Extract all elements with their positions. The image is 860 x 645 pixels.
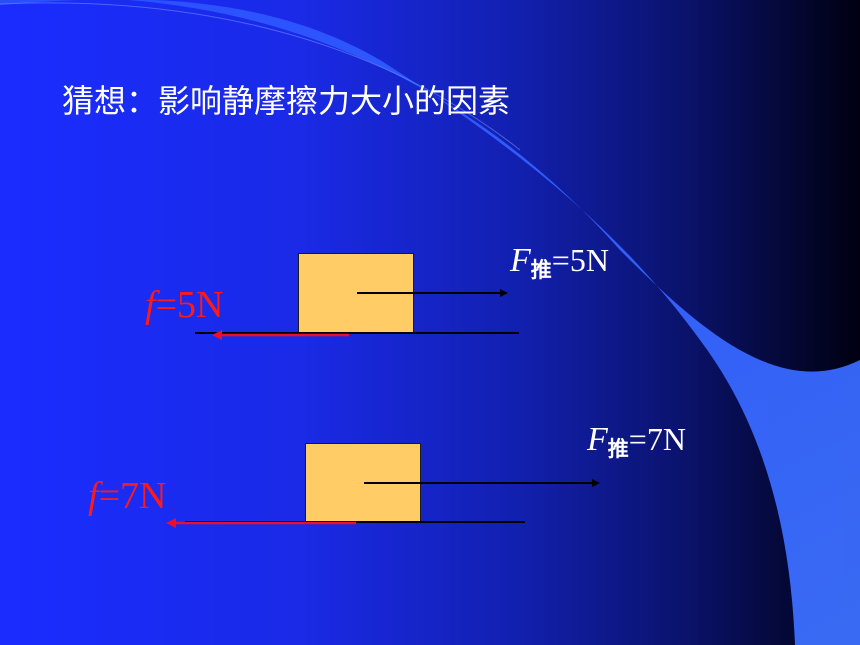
push-force-label-2: F推=7N	[587, 421, 686, 463]
friction-arrow-head-1	[212, 330, 222, 340]
push-force-subscript-1: 推	[530, 258, 552, 282]
push-arrow-head-2	[592, 479, 600, 487]
push-force-subscript-2: 推	[607, 437, 629, 461]
friction-arrow-head-2	[166, 518, 176, 528]
push-force-symbol-1: F	[510, 242, 531, 279]
push-force-label-1: F推=5N	[510, 242, 609, 284]
push-arrow-head-1	[500, 289, 508, 297]
friction-value-2: =7N	[98, 475, 167, 517]
friction-symbol-1: f	[145, 284, 156, 326]
push-force-symbol-2: F	[587, 421, 608, 458]
push-force-value-1: =5N	[551, 242, 609, 278]
friction-label-1: f=5N	[145, 283, 223, 327]
slide-title: 猜想：影响静摩擦力大小的因素	[62, 82, 511, 120]
push-force-value-2: =7N	[628, 421, 686, 457]
friction-symbol-2: f	[88, 475, 99, 517]
friction-value-1: =5N	[155, 284, 224, 326]
friction-label-2: f=7N	[88, 474, 166, 518]
